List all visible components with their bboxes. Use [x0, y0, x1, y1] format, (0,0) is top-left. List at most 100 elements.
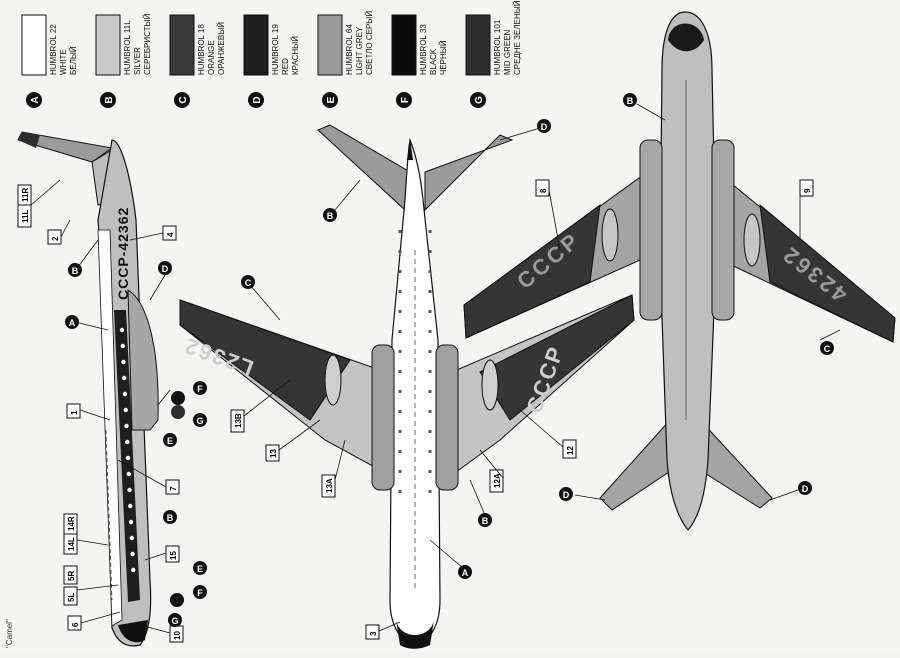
- paint-letter-badge: [100, 92, 116, 108]
- side-registration: СССР-42362: [115, 207, 131, 300]
- top-window: [398, 270, 402, 273]
- svg-text:12A: 12A: [493, 473, 502, 488]
- top-nose-cap: [396, 620, 434, 649]
- top-pod-left: [324, 354, 342, 406]
- paint-code: HUMBROL 101: [493, 19, 502, 75]
- svg-text:D: D: [162, 264, 169, 274]
- top-window: [398, 430, 402, 433]
- under-engine-right: [711, 139, 735, 321]
- top-window: [428, 250, 432, 253]
- side-tail-tip: [18, 132, 40, 148]
- svg-text:B: B: [627, 96, 634, 106]
- decal-box-4: 4: [162, 225, 177, 241]
- top-window: [428, 390, 432, 393]
- decal-box-7: 7: [165, 479, 180, 495]
- side-window: [123, 407, 128, 413]
- callout-B-under: B: [623, 93, 637, 107]
- under-wing-right-dark: [759, 203, 896, 343]
- svg-text:5L: 5L: [67, 593, 76, 602]
- svg-text:5R: 5R: [67, 571, 76, 581]
- paint-name-ru: СВЕТЛО СЕРЫЙ: [365, 11, 374, 75]
- svg-text:B: B: [482, 516, 489, 526]
- svg-text:8: 8: [539, 188, 548, 193]
- paint-dot-F-side: [171, 391, 185, 405]
- callout-G-side-1: G: [193, 413, 207, 427]
- under-nose-cap: [668, 23, 704, 52]
- paint-name-ru: СРЕДНЕ ЗЕЛЕНЫЙ: [513, 0, 522, 75]
- paint-code: HUMBROL 33: [419, 24, 428, 75]
- paint-dot-F-side-2: [170, 593, 184, 607]
- top-window: [428, 230, 432, 233]
- side-window: [128, 503, 133, 509]
- side-window: [121, 359, 126, 365]
- top-window: [428, 490, 432, 493]
- callout-B-top-2: B: [478, 513, 492, 527]
- svg-text:E: E: [167, 436, 173, 446]
- decal-box-14L: 14L: [63, 533, 78, 555]
- callout-D-side: D: [158, 261, 172, 275]
- svg-text:G: G: [171, 616, 178, 626]
- under-pod-right: [743, 213, 761, 267]
- decal-box-9: 9: [799, 179, 814, 197]
- paint-letter-badge: [322, 92, 338, 108]
- top-window: [398, 390, 402, 393]
- top-tailplane-left: [317, 124, 411, 212]
- paint-letter-badge: [248, 92, 264, 108]
- paint-name-ru: СЕРЕБРИСТЫЙ: [143, 13, 152, 75]
- paint-name-en: SILVER: [133, 47, 142, 75]
- side-window: [127, 487, 132, 493]
- footer-note: "Camel": [5, 619, 14, 648]
- paint-letter: A: [30, 96, 41, 103]
- side-window: [122, 375, 127, 381]
- side-window: [130, 551, 135, 557]
- svg-text:13B: 13B: [234, 413, 243, 428]
- paint-swatch: [169, 14, 195, 76]
- svg-text:12: 12: [566, 446, 575, 455]
- under-tailplane-left: [599, 418, 673, 511]
- callout-E-side-1: E: [163, 433, 177, 447]
- paint-letter: C: [178, 96, 189, 103]
- svg-text:F: F: [197, 588, 203, 598]
- paint-name-en: BLACK: [429, 48, 438, 75]
- decal-box-2: 2: [47, 229, 62, 245]
- under-wing-left-dark: [463, 203, 601, 339]
- paint-dot-G-side: [171, 405, 185, 419]
- top-window: [398, 310, 402, 313]
- side-leaders: [30, 179, 171, 634]
- top-windows: [398, 230, 432, 493]
- svg-text:13: 13: [269, 449, 278, 458]
- top-window: [428, 350, 432, 353]
- side-window: [131, 567, 136, 573]
- top-decal-boxes: 13B 13 13A 12 12A 3: [230, 409, 577, 640]
- top-window: [428, 450, 432, 453]
- side-nose-cap: [118, 620, 148, 643]
- svg-text:1: 1: [70, 410, 79, 415]
- top-window: [428, 430, 432, 433]
- decal-box-13: 13: [265, 444, 280, 462]
- top-window: [398, 370, 402, 373]
- decal-box-5L: 5L: [63, 586, 78, 606]
- side-decal-boxes: 11L 11R 2 4 1 7 14L 14R 15 5R 5L 6 10: [17, 184, 184, 643]
- top-engine-right: [435, 344, 459, 491]
- paint-code: HUMBROL 22: [49, 24, 58, 75]
- paint-code: HUMBROL 18: [197, 24, 206, 75]
- decal-box-11R: 11R: [17, 184, 32, 206]
- callout-C-under: C: [820, 341, 834, 355]
- svg-text:A: A: [69, 318, 76, 328]
- side-window: [126, 471, 131, 477]
- underside-view: СССР 42362: [463, 11, 896, 531]
- paint-name-ru: ЧЕРНЫЙ: [439, 40, 448, 75]
- paint-swatch: [95, 14, 121, 76]
- svg-text:C: C: [245, 278, 252, 288]
- top-tailplane-right: [424, 134, 514, 212]
- side-view: СССР-42362: [17, 131, 159, 647]
- svg-text:9: 9: [803, 188, 812, 193]
- side-windows: [119, 327, 136, 573]
- svg-text:4: 4: [166, 232, 175, 237]
- top-window: [398, 290, 402, 293]
